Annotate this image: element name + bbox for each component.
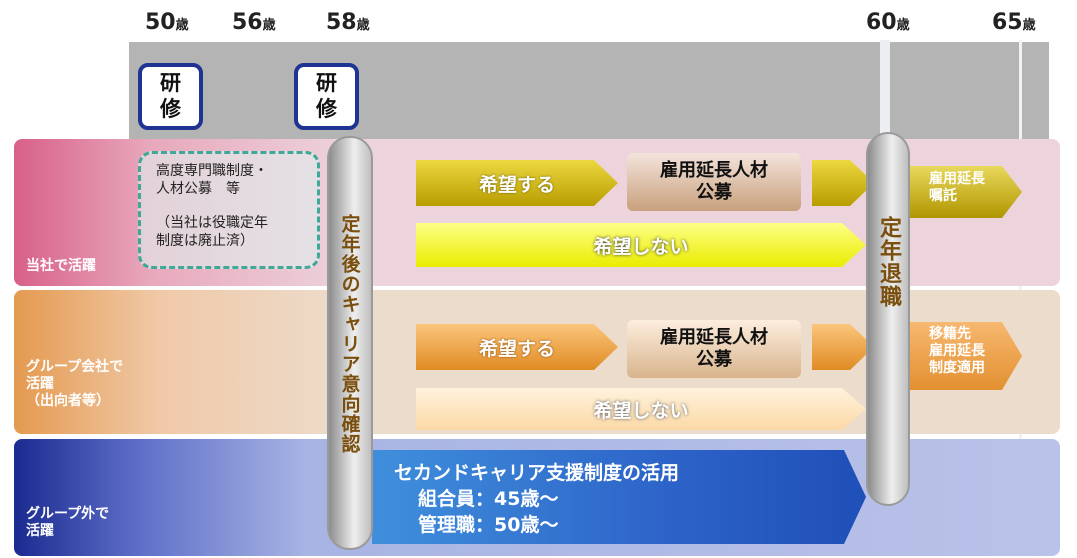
band-group-label: グループ会社で 活躍 （出向者等） — [26, 359, 124, 409]
group-not-want-arrow: 希望しない — [416, 388, 866, 430]
training-box-50: 研修 — [138, 63, 203, 130]
band-company-label: 当社で活躍 — [26, 258, 96, 274]
company-result-arrow: 雇用延長 嘱託 — [907, 166, 1022, 218]
group-want-arrow: 希望する — [416, 324, 618, 370]
second-career-title: セカンドキャリア支援制度の活用 — [394, 462, 680, 484]
training-box-58: 研修 — [294, 63, 359, 130]
company-not-want-arrow: 希望しない — [416, 223, 866, 267]
age-label-56: 56歳 — [232, 10, 276, 35]
group-recruit-box: 雇用延長人材公募 — [627, 320, 801, 378]
age-label-60: 60歳 — [866, 10, 910, 35]
band-external-label: グループ外で 活躍 — [26, 506, 110, 539]
company-recruit-box: 雇用延長人材公募 — [627, 153, 801, 211]
second-career-union: 組合員：45歳～ — [418, 488, 559, 510]
retirement-pill: 定年退職 — [866, 132, 910, 506]
career-intention-pill: 定年後のキャリア意向確認 — [327, 136, 373, 550]
age-label-50: 50歳 — [145, 10, 189, 35]
second-career-manager: 管理職：50歳～ — [418, 514, 559, 536]
company-want-arrow: 希望する — [416, 160, 618, 206]
age-label-58: 58歳 — [326, 10, 370, 35]
age-label-65: 65歳 — [992, 10, 1036, 35]
second-career-arrow: セカンドキャリア支援制度の活用 組合員：45歳～ 管理職：50歳～ — [372, 450, 866, 544]
group-result-arrow: 移籍先 雇用延長 制度適用 — [907, 322, 1022, 390]
special-systems-box: 高度専門職制度・ 人材公募 等 （当社は役職定年 制度は廃止済） — [138, 151, 320, 269]
top-gray-area — [129, 42, 1049, 142]
